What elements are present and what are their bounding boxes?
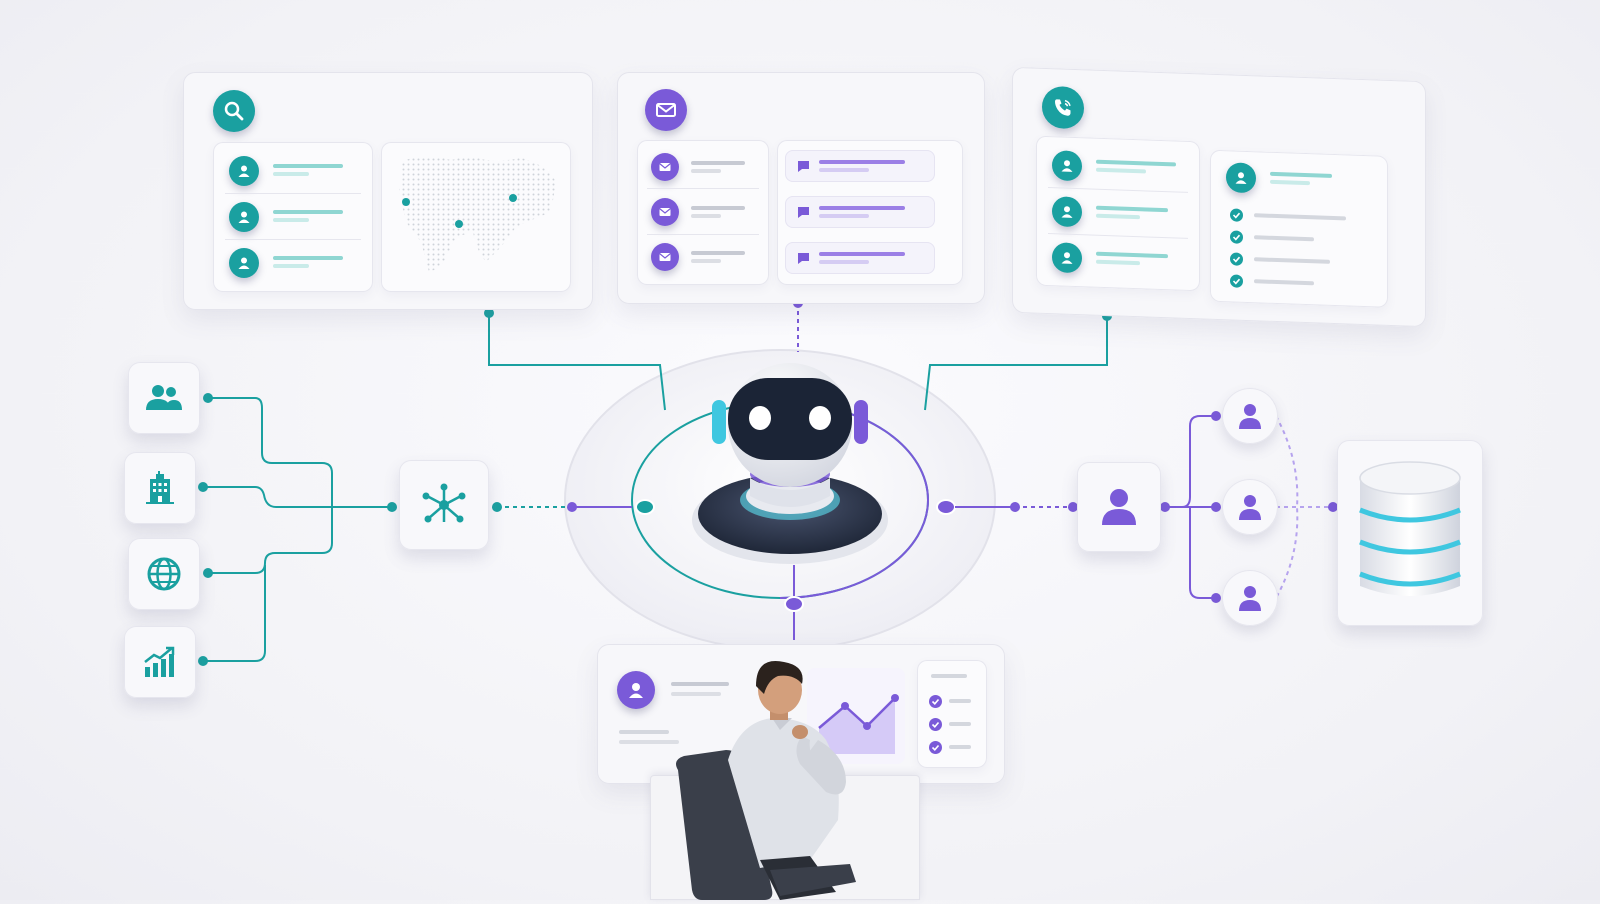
search-icon[interactable] <box>213 90 255 132</box>
check-icon[interactable] <box>929 718 942 731</box>
ai-robot-assistant[interactable] <box>690 350 890 570</box>
world-map-graphic <box>399 156 556 272</box>
avatar-icon[interactable] <box>617 671 655 709</box>
branch-person-node-3[interactable] <box>1222 570 1278 626</box>
team-source[interactable] <box>128 362 200 434</box>
user-avatar-icon[interactable] <box>229 248 259 278</box>
person-icon <box>1239 586 1261 611</box>
robot-icon <box>692 363 888 564</box>
user-avatar-icon[interactable] <box>229 202 259 232</box>
phone-panel <box>1012 66 1426 328</box>
person-icon <box>1239 495 1261 520</box>
search-panel <box>183 72 593 310</box>
user-list <box>213 142 373 292</box>
message-item[interactable] <box>785 242 935 274</box>
message-item[interactable] <box>785 150 935 182</box>
building-source[interactable] <box>124 452 196 524</box>
envelope-icon[interactable] <box>651 198 679 226</box>
envelope-icon[interactable] <box>651 243 679 271</box>
wire-building-source <box>203 486 392 508</box>
contact-avatar-icon[interactable] <box>1052 196 1082 228</box>
check-icon[interactable] <box>1230 208 1243 222</box>
checklist <box>1210 149 1388 308</box>
database-node[interactable] <box>1337 440 1483 626</box>
chat-bubble-icon <box>798 161 809 172</box>
branch-person-node-2[interactable] <box>1222 479 1278 535</box>
message-list <box>777 140 963 285</box>
analytics-source[interactable] <box>124 626 196 698</box>
wire-person-branches <box>1162 415 1216 599</box>
envelope-icon[interactable] <box>645 89 687 131</box>
network-hub[interactable] <box>399 460 489 550</box>
checklist-icon <box>917 660 987 768</box>
wire-team-source <box>208 397 333 507</box>
check-icon[interactable] <box>929 695 942 708</box>
web-source[interactable] <box>128 538 200 610</box>
email-panel <box>617 72 985 304</box>
phone-icon[interactable] <box>1042 85 1084 130</box>
envelope-icon[interactable] <box>651 153 679 181</box>
wire-phone-panel <box>924 316 1108 411</box>
contact-avatar-icon[interactable] <box>1052 242 1082 274</box>
user-avatar-icon[interactable] <box>229 156 259 186</box>
contact-list <box>1036 135 1200 292</box>
analyst-figure <box>660 660 890 900</box>
primary-person-node[interactable] <box>1077 462 1161 552</box>
wire-analytics-source <box>203 565 266 662</box>
people-icon <box>146 385 182 410</box>
chat-bubble-icon <box>798 207 809 218</box>
wire-branches-to-database <box>1275 415 1333 599</box>
network-icon <box>422 483 466 523</box>
database-icon <box>1359 461 1461 596</box>
world-map <box>381 142 571 292</box>
profile-avatar-icon[interactable] <box>1226 162 1256 194</box>
check-icon[interactable] <box>1230 274 1243 288</box>
message-item[interactable] <box>785 196 935 228</box>
growth-chart-icon <box>144 646 175 677</box>
person-icon <box>1239 404 1261 429</box>
wire-web-source <box>208 507 333 574</box>
check-icon[interactable] <box>929 741 942 754</box>
building-icon <box>146 471 174 504</box>
contact-avatar-icon[interactable] <box>1052 150 1082 182</box>
check-icon[interactable] <box>1230 230 1243 244</box>
email-list <box>637 140 769 285</box>
person-icon <box>1102 489 1136 525</box>
wire-search-panel <box>488 313 666 411</box>
chat-bubble-icon <box>798 253 809 264</box>
branch-person-node-1[interactable] <box>1222 388 1278 444</box>
globe-icon <box>147 557 181 591</box>
check-icon[interactable] <box>1230 252 1243 266</box>
